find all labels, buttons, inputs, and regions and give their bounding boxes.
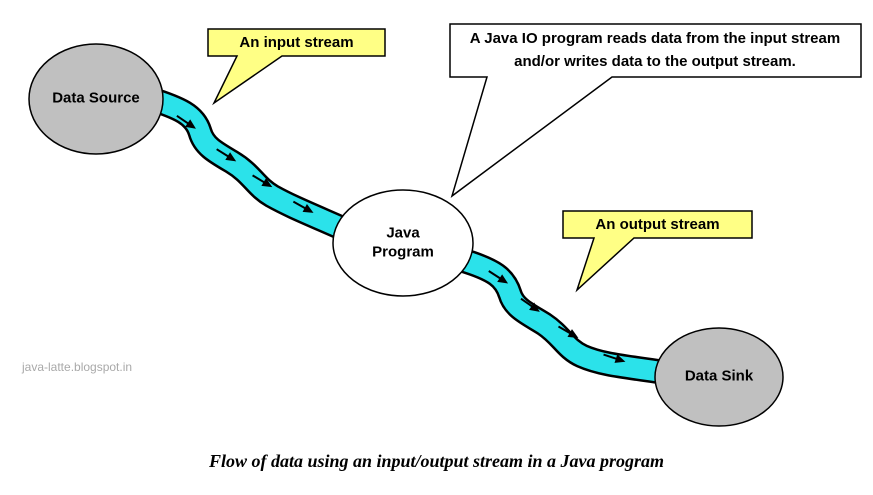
- watermark-text: java-latte.blogspot.in: [22, 360, 133, 374]
- description-callout: [449, 23, 862, 198]
- flow-arrow: [252, 174, 273, 188]
- output-stream-callout: [562, 210, 753, 293]
- java-program-node: [332, 189, 474, 297]
- data-source-label: Data Source: [52, 89, 140, 107]
- description-callout-label: A Java IO program reads data from the in…: [469, 30, 841, 70]
- flow-arrow: [488, 270, 509, 284]
- input-stream-callout-label: An input stream: [239, 34, 354, 51]
- output-stream-callout-label: An output stream: [595, 216, 720, 233]
- data-sink-node: [654, 327, 784, 427]
- flow-arrow: [520, 297, 540, 312]
- diagram-caption: Flow of data using an input/output strea…: [208, 451, 665, 471]
- flow-arrow: [176, 115, 196, 129]
- java-program-label: Java Program: [372, 224, 434, 260]
- data-source-node: [28, 43, 164, 155]
- data-sink-label: Data Sink: [684, 367, 754, 385]
- flow-arrow: [216, 148, 237, 162]
- flow-arrow: [292, 200, 314, 213]
- flow-arrow: [603, 353, 626, 363]
- input-stream-band: [138, 88, 356, 240]
- flow-arrow: [557, 325, 579, 338]
- input-stream-callout: [207, 28, 386, 106]
